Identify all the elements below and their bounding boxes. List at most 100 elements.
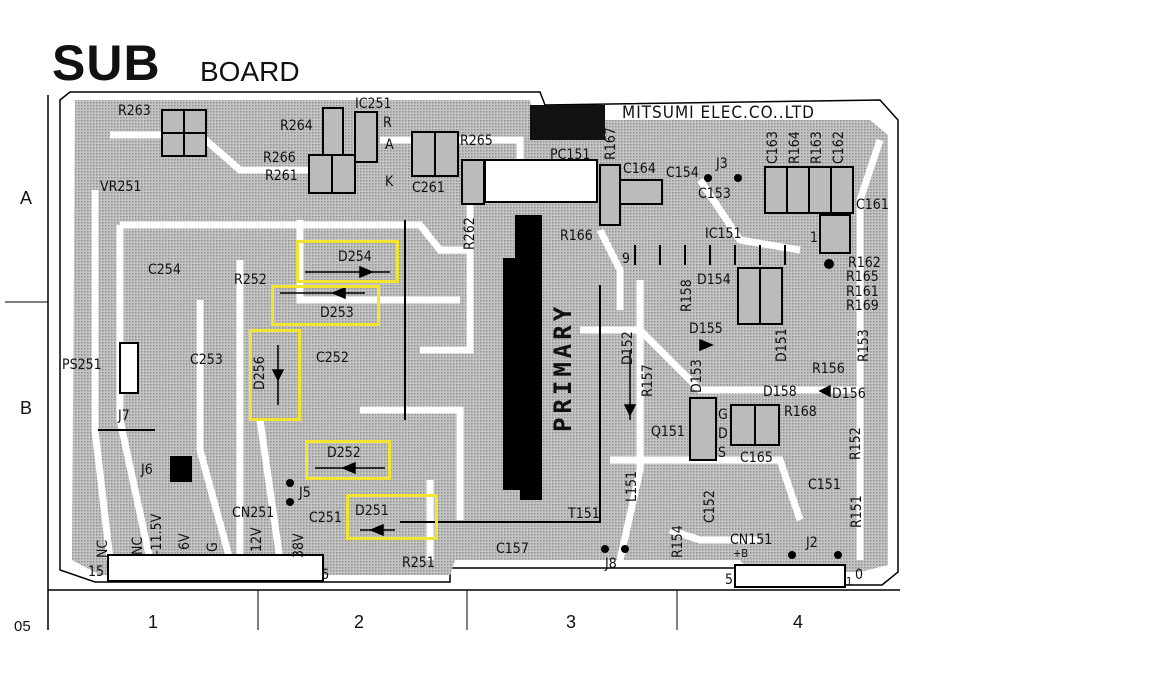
pads bbox=[107, 107, 854, 588]
label-r261: R261 bbox=[265, 168, 298, 184]
label-ic251: IC251 bbox=[355, 96, 392, 112]
label-g: G bbox=[205, 542, 221, 552]
label-j3: J3 bbox=[716, 156, 728, 172]
label-j7: J7 bbox=[118, 408, 130, 424]
label-d253: D253 bbox=[320, 305, 354, 321]
label-t151: T151 bbox=[568, 506, 600, 522]
label-r265: R265 bbox=[460, 133, 493, 149]
diode-symbols bbox=[271, 265, 831, 537]
highlight-d252 bbox=[305, 440, 391, 480]
traces bbox=[91, 131, 884, 561]
label-cn251: CN251 bbox=[232, 505, 275, 521]
label-d152: D152 bbox=[620, 331, 636, 365]
label-d251: D251 bbox=[355, 503, 389, 519]
board-subtitle: BOARD bbox=[200, 56, 300, 87]
label-d153: D153 bbox=[689, 359, 705, 393]
label-r158: R158 bbox=[679, 279, 695, 312]
label-c254: C254 bbox=[148, 262, 181, 278]
label-c162: C162 bbox=[831, 131, 847, 164]
label-d252: D252 bbox=[327, 445, 361, 461]
label-r168: R168 bbox=[784, 404, 817, 420]
label-d254: D254 bbox=[338, 249, 372, 265]
label-j6: J6 bbox=[141, 462, 153, 478]
label-pc151: PC151 bbox=[550, 147, 591, 163]
grid-col-4: 4 bbox=[793, 612, 804, 632]
label-ic151: IC151 bbox=[705, 226, 742, 242]
label-ic251-a: A bbox=[385, 137, 394, 153]
label-r266: R266 bbox=[263, 150, 296, 166]
label-c165: C165 bbox=[740, 450, 773, 466]
logo-block bbox=[530, 105, 605, 140]
label-nc1: NC bbox=[95, 539, 111, 558]
highlight-d254 bbox=[296, 240, 399, 283]
transformer-core bbox=[503, 215, 542, 500]
maker-label: MITSUMI ELEC.CO..LTD bbox=[622, 103, 815, 123]
copper-area bbox=[72, 100, 888, 575]
label-38v: 38V bbox=[291, 533, 307, 558]
label-ic251-r: R bbox=[383, 115, 392, 131]
label-c153: C153 bbox=[698, 186, 731, 202]
label-r169: R169 bbox=[846, 298, 879, 314]
label-q151-s: S bbox=[718, 445, 726, 461]
label-pin6: 6 bbox=[321, 567, 330, 583]
label-c163: C163 bbox=[765, 131, 781, 164]
label-vr251: VR251 bbox=[100, 179, 142, 195]
label-plus-b: +B bbox=[733, 547, 749, 560]
label-6v: 6V bbox=[177, 533, 193, 550]
highlight-d256 bbox=[249, 329, 301, 421]
label-r166: R166 bbox=[560, 228, 593, 244]
label-r252: R252 bbox=[234, 272, 267, 288]
label-d155: D155 bbox=[689, 321, 723, 337]
label-pin5: 5 bbox=[725, 572, 734, 588]
primary-label: PRIMARY bbox=[549, 302, 577, 432]
label-r156: R156 bbox=[812, 361, 845, 377]
grid-row-a: A bbox=[20, 188, 33, 208]
label-c154: C154 bbox=[666, 165, 699, 181]
grid-col-3: 3 bbox=[566, 612, 577, 632]
label-r263: R263 bbox=[118, 103, 151, 119]
label-r157: R157 bbox=[640, 364, 656, 397]
label-d154: D154 bbox=[697, 272, 731, 288]
label-r162: R162 bbox=[848, 255, 881, 271]
label-c157: C157 bbox=[496, 541, 529, 557]
label-c164: C164 bbox=[623, 161, 656, 177]
label-j8: J8 bbox=[605, 556, 617, 572]
label-nc2: NC bbox=[130, 536, 146, 555]
label-r152: R152 bbox=[848, 427, 864, 460]
label-12v: 12V bbox=[249, 527, 265, 552]
label-q151-g: G bbox=[718, 407, 728, 423]
label-j2: J2 bbox=[806, 535, 818, 551]
label-r167: R167 bbox=[603, 127, 619, 160]
label-q151-d: D bbox=[718, 426, 728, 442]
label-c152: C152 bbox=[702, 490, 718, 523]
label-r163: R163 bbox=[809, 131, 825, 164]
label-l151: L151 bbox=[624, 470, 640, 502]
label-c161: C161 bbox=[856, 197, 889, 213]
label-r161: R161 bbox=[846, 284, 879, 300]
label-c151: C151 bbox=[808, 477, 841, 493]
label-pin15: 15 bbox=[88, 564, 105, 580]
label-r164: R164 bbox=[787, 131, 803, 164]
label-r165: R165 bbox=[846, 269, 879, 285]
label-d156: D156 bbox=[832, 386, 866, 402]
grid-row-b: B bbox=[20, 398, 33, 418]
label-minus-11-5v: -11.5V bbox=[149, 513, 165, 555]
label-cn151: CN151 bbox=[730, 532, 773, 548]
label-ps251: PS251 bbox=[62, 357, 102, 373]
highlight-d251 bbox=[346, 494, 438, 540]
jumper-dots bbox=[170, 174, 842, 559]
label-r251: R251 bbox=[402, 555, 435, 571]
label-j5: J5 bbox=[299, 485, 311, 501]
grid-col-1: 1 bbox=[148, 612, 159, 632]
page-number: 05 bbox=[14, 618, 31, 635]
grid-col-2: 2 bbox=[354, 612, 365, 632]
label-c253: C253 bbox=[190, 352, 223, 368]
label-r153: R153 bbox=[856, 329, 872, 362]
label-d158: D158 bbox=[763, 384, 797, 400]
label-ic251-k: K bbox=[385, 174, 394, 190]
label-r154: R154 bbox=[670, 525, 686, 558]
label-d256: D256 bbox=[252, 356, 268, 390]
label-pin0: 0 bbox=[855, 567, 864, 583]
